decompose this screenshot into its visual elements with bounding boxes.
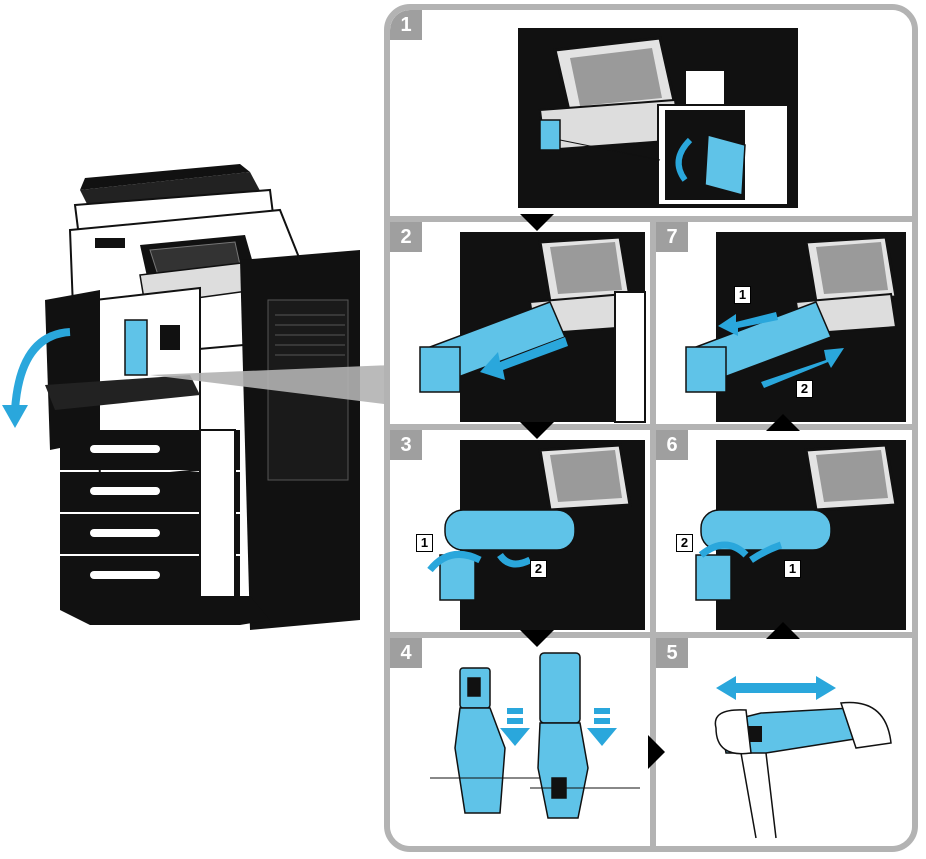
callout-1: 1 <box>784 560 801 578</box>
flow-arrow-up <box>766 622 800 639</box>
step-5-panel: 5 <box>656 638 912 846</box>
step-number: 3 <box>390 430 422 460</box>
callout-1: 1 <box>734 286 751 304</box>
step-number: 5 <box>656 638 688 668</box>
insert-arrow-icon <box>761 348 844 388</box>
step-number: 1 <box>390 10 422 40</box>
callout-2: 2 <box>796 380 813 398</box>
step-number: 6 <box>656 430 688 460</box>
step-number: 7 <box>656 222 688 252</box>
flow-arrow-down <box>520 214 554 231</box>
steps-frame: 1 2 7 1 2 <box>384 4 918 852</box>
step-number: 4 <box>390 638 422 668</box>
step-2-panel: 2 <box>390 222 650 424</box>
flow-arrow-down <box>520 630 554 647</box>
printer-illustration <box>2 164 390 630</box>
step-4-panel: 4 <box>390 638 650 846</box>
callout-2: 2 <box>530 560 547 578</box>
shake-arrow-icon <box>716 676 836 700</box>
flow-arrow-up <box>766 414 800 431</box>
step-1-panel: 1 <box>390 10 912 216</box>
flow-arrow-right <box>648 735 665 769</box>
door-open-arrow-icon <box>11 328 71 411</box>
step-6-panel: 6 2 1 <box>656 430 912 632</box>
callout-2: 2 <box>676 534 693 552</box>
divider <box>650 216 656 846</box>
pull-arrow-icon <box>480 337 568 380</box>
callout-1: 1 <box>416 534 433 552</box>
step-number: 2 <box>390 222 422 252</box>
step-7-panel: 7 1 2 <box>656 222 912 424</box>
flow-arrow-down <box>520 422 554 439</box>
step-3-panel: 3 1 2 <box>390 430 650 632</box>
